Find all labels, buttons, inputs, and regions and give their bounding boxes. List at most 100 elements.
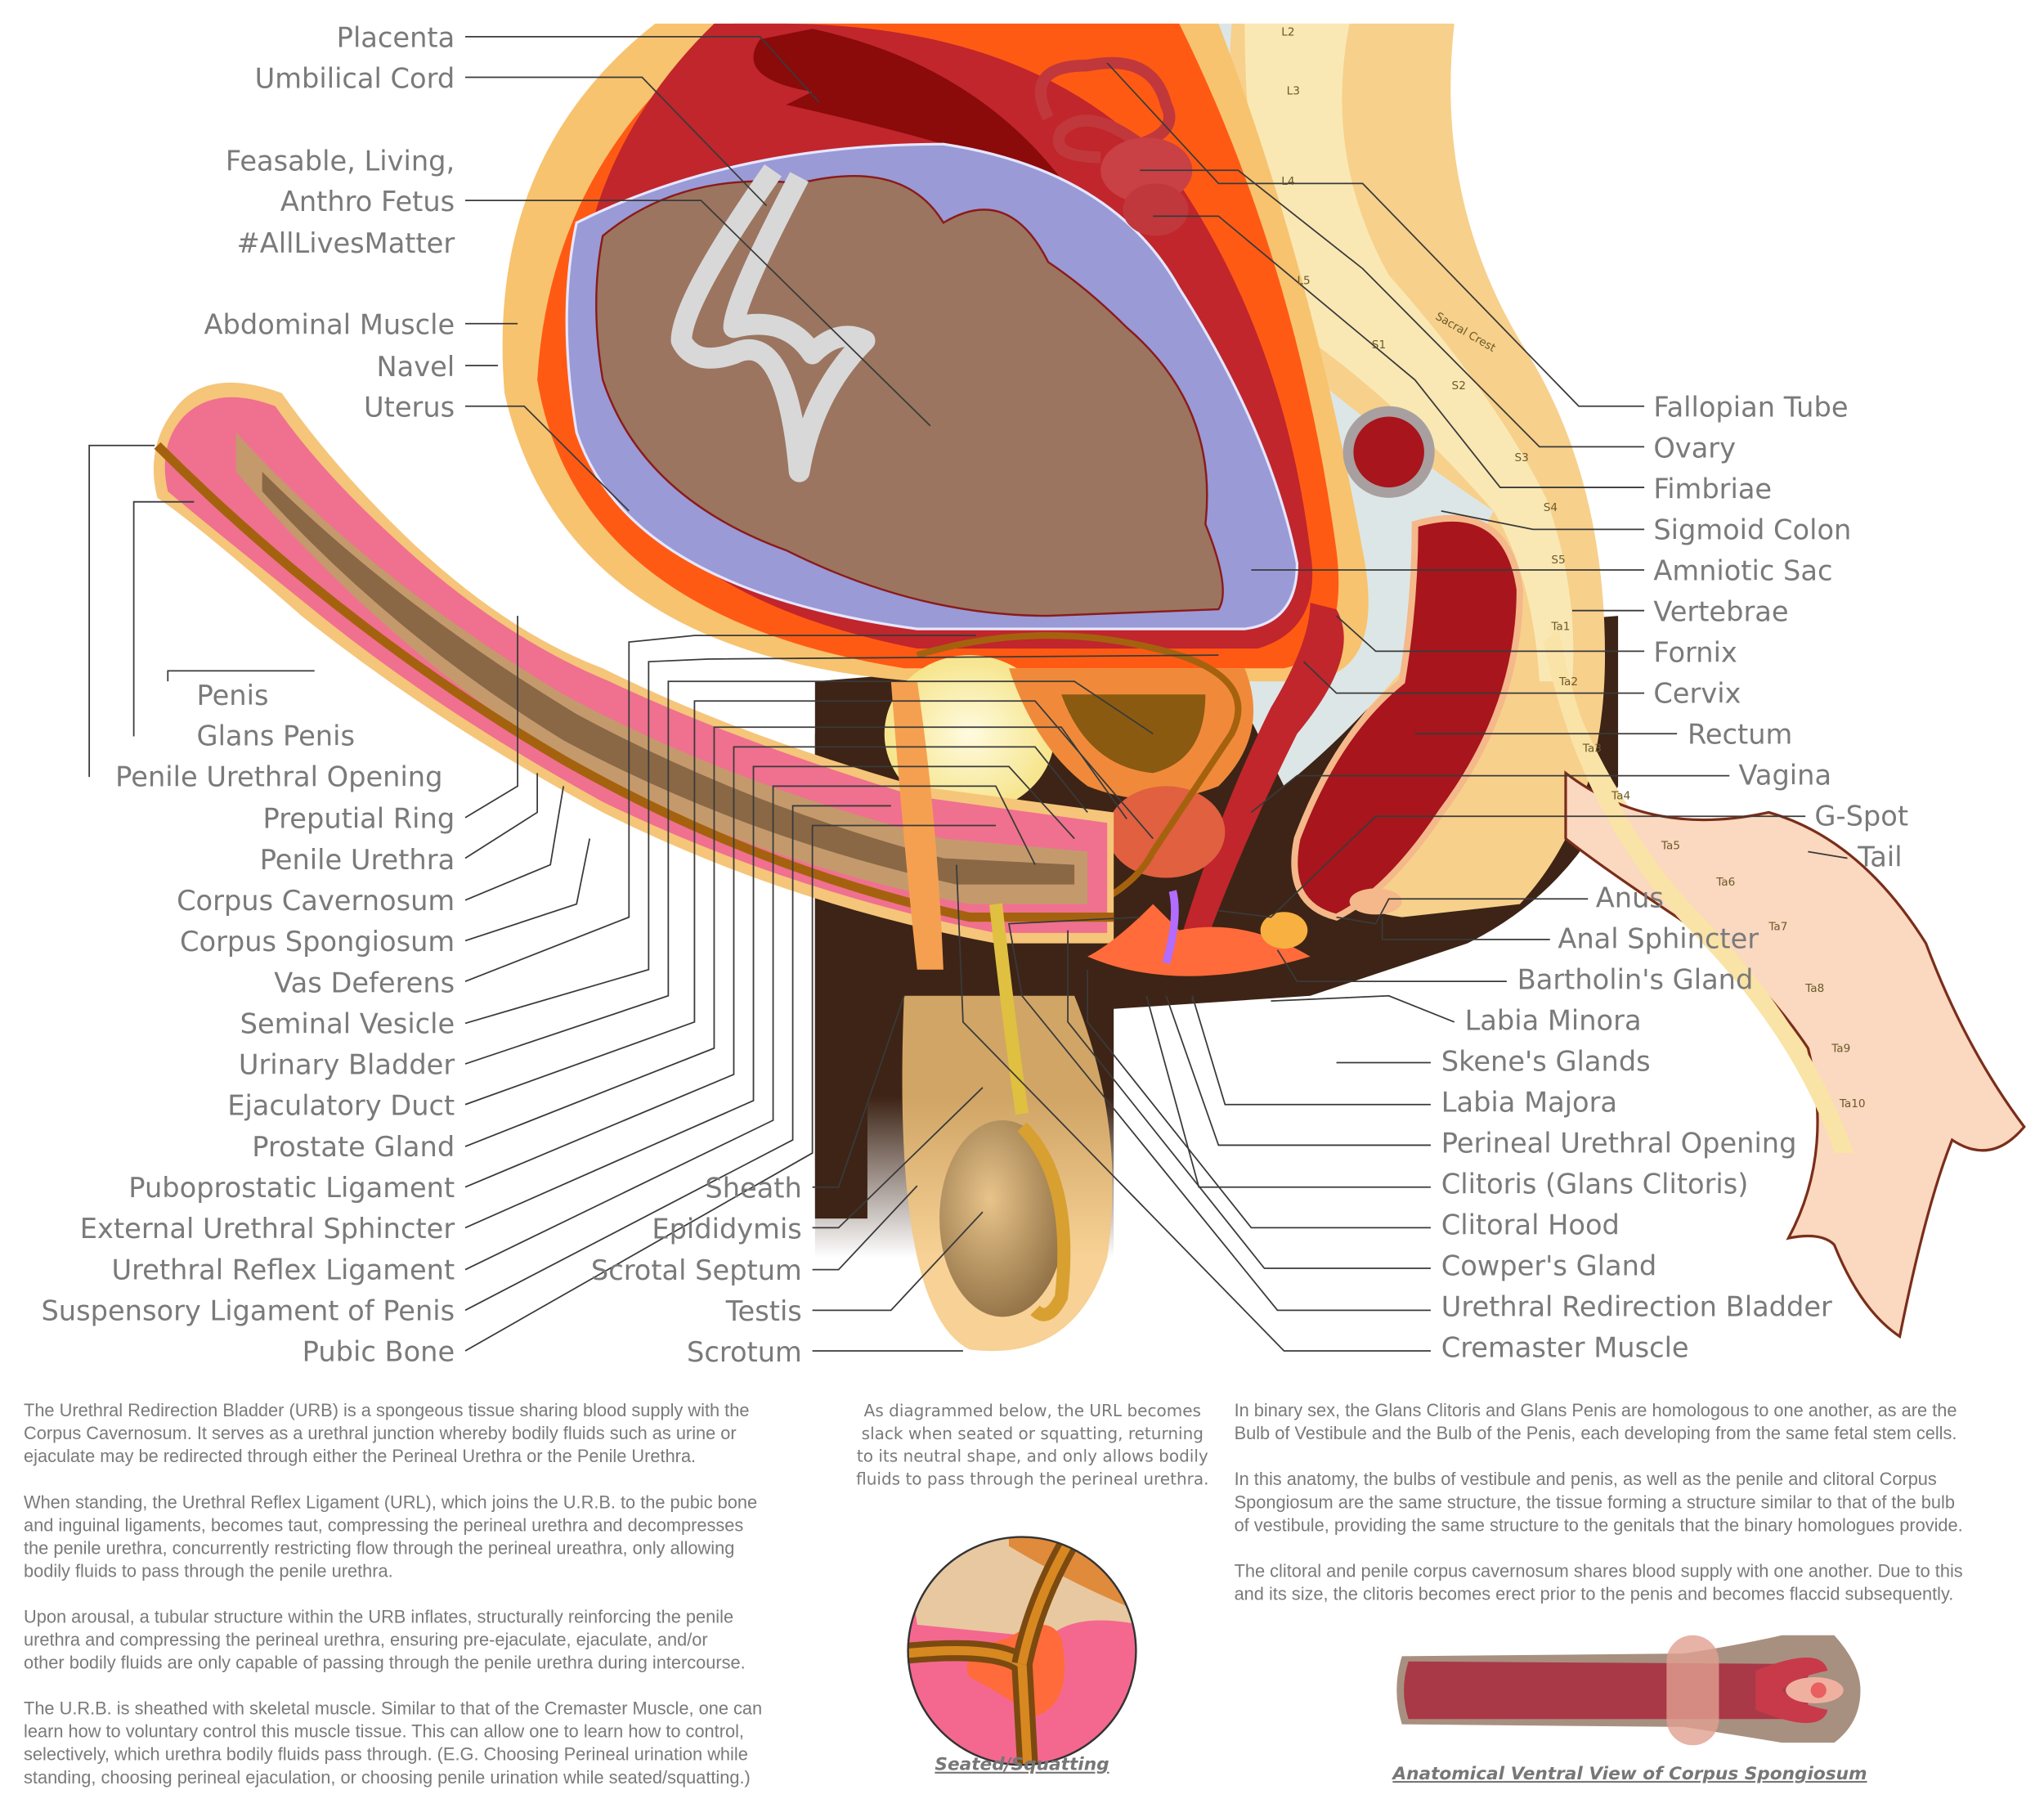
paragraph-line: fluids to pass through the perineal uret…	[856, 1469, 1208, 1488]
description-middle: As diagrammed below, the URL becomes slac…	[856, 1401, 1208, 1488]
vertebra-label: S5	[1551, 554, 1565, 567]
perineum	[1087, 890, 1311, 976]
paragraph-line: In binary sex, the Glans Clitoris and Gl…	[1235, 1400, 1957, 1420]
label-skene-s-glands: Skene's Glands	[1441, 1045, 1651, 1077]
label-anus: Anus	[1596, 882, 1664, 913]
paragraph-line: The clitoral and penile corpus cavernosu…	[1235, 1560, 1963, 1581]
vertebra-label: S4	[1544, 501, 1558, 514]
tail-vertebral-band	[1543, 629, 1854, 1154]
vas-deferens	[916, 632, 1242, 934]
label-penile-urethra: Penile Urethra	[260, 844, 455, 876]
label-clitoral-hood: Clitoral Hood	[1441, 1209, 1620, 1240]
label-epididymis: Epididymis	[652, 1214, 801, 1245]
label-amniotic-sac: Amniotic Sac	[1653, 555, 1832, 587]
paragraph-line: the penile urethra, concurrently restric…	[24, 1537, 734, 1558]
leader-lines	[88, 35, 1848, 1352]
label-vagina: Vagina	[1738, 759, 1831, 791]
vertebra-label: Ta1	[1550, 621, 1570, 634]
label-glans-penis: Glans Penis	[197, 720, 355, 752]
label-navel: Navel	[377, 351, 455, 383]
description-left: The Urethral Redirection Bladder (URB) i…	[24, 1400, 762, 1788]
label-umbilical-cord: Umbilical Cord	[255, 62, 455, 94]
label-uterus: Uterus	[364, 392, 455, 424]
seated-squatting-inset: Seated/Squatting	[907, 1536, 1137, 1775]
labels-penis: Penis Glans Penis Penile Urethral Openin…	[115, 680, 442, 792]
label-testis: Testis	[725, 1295, 802, 1327]
vertebra-label: Ta9	[1831, 1043, 1850, 1056]
label-vas-deferens: Vas Deferens	[274, 967, 455, 998]
paragraph-line: learn how to voluntary control this musc…	[24, 1721, 744, 1742]
paragraph-line: In this anatomy, the bulbs of vestibule …	[1235, 1469, 1937, 1489]
paragraph-line: ejaculate may be redirected through eith…	[24, 1446, 696, 1466]
label-suspensory-ligament-of-penis: Suspensory Ligament of Penis	[41, 1295, 455, 1327]
label-placenta: Placenta	[337, 22, 455, 54]
paragraph-line: other bodily fluids are only capable of …	[24, 1653, 746, 1673]
paragraph-line: to its neutral shape, and only allows bo…	[857, 1447, 1208, 1466]
label-fimbriae: Fimbriae	[1653, 473, 1772, 505]
vertebra-label: Ta10	[1839, 1097, 1866, 1110]
vertebra-label: L5	[1297, 275, 1310, 288]
vertebra-label: L4	[1281, 175, 1294, 188]
paragraph-line: bodily fluids to pass through the penile…	[24, 1560, 393, 1581]
vertebra-label: Ta7	[1768, 921, 1787, 934]
label-prostate-gland: Prostate Gland	[252, 1131, 455, 1163]
label-cowper-s-gland: Cowper's Gland	[1441, 1249, 1657, 1281]
ventral-view: Anatomical Ventral View of Corpus Spongi…	[1391, 1635, 1867, 1784]
label-cervix: Cervix	[1653, 677, 1741, 709]
rectum	[1291, 406, 1523, 921]
paragraph-line: of vestibule, providing the same structu…	[1235, 1514, 1963, 1535]
label-fetus-line1: Feasable, Living,	[226, 145, 455, 177]
penile-urethra	[154, 442, 1114, 922]
label-urethral-redirection-bladder: Urethral Redirection Bladder	[1441, 1290, 1832, 1322]
label-scrotal-septum: Scrotal Septum	[591, 1254, 802, 1286]
label-scrotum: Scrotum	[687, 1336, 802, 1368]
description-right: In binary sex, the Glans Clitoris and Gl…	[1235, 1400, 1963, 1604]
paragraph-line: Bulb of Vestibule and the Bulb of the Pe…	[1235, 1423, 1957, 1443]
label-preputial-ring: Preputial Ring	[263, 803, 455, 835]
vertebra-label: S2	[1452, 379, 1466, 393]
uterus	[502, 23, 1369, 682]
labels-left-top: Placenta Umbilical Cord Feasable, Living…	[204, 22, 455, 424]
label-rectum: Rectum	[1688, 718, 1792, 750]
paragraph-line: As diagrammed below, the URL becomes	[864, 1401, 1201, 1420]
label-penile-urethral-opening: Penile Urethral Opening	[115, 760, 442, 792]
label-ejaculatory-duct: Ejaculatory Duct	[227, 1090, 455, 1122]
vertebra-label: Ta2	[1558, 675, 1578, 689]
label-external-urethral-sphincter: External Urethral Sphincter	[80, 1213, 455, 1245]
paragraph-line: Corpus Cavernosum. It serves as a urethr…	[24, 1423, 737, 1443]
label-cremaster-muscle: Cremaster Muscle	[1441, 1331, 1689, 1363]
vertebra-label: L3	[1287, 84, 1300, 97]
paragraph-line: The Urethral Redirection Bladder (URB) i…	[24, 1400, 749, 1420]
label-penis: Penis	[197, 680, 269, 711]
vertebra-label: Ta4	[1611, 789, 1630, 802]
scrotum	[890, 681, 1113, 1352]
label-labia-majora: Labia Majora	[1441, 1086, 1617, 1118]
vertebra-label: Ta8	[1804, 982, 1824, 995]
label-labia-minora: Labia Minora	[1465, 1004, 1642, 1036]
label-clitoris-glans-clitoris: Clitoris (Glans Clitoris)	[1441, 1168, 1749, 1200]
label-sigmoid-colon: Sigmoid Colon	[1653, 514, 1851, 546]
vertebra-label: Ta6	[1715, 876, 1735, 889]
paragraph-line: When standing, the Urethral Reflex Ligam…	[24, 1492, 757, 1512]
label-sheath: Sheath	[705, 1173, 801, 1205]
label-anal-sphincter: Anal Sphincter	[1558, 922, 1759, 954]
label-pubic-bone: Pubic Bone	[303, 1336, 455, 1368]
paragraph-line: slack when seated or squatting, returnin…	[862, 1424, 1204, 1443]
label-fetus-line2: Anthro Fetus	[280, 186, 455, 218]
label-corpus-spongiosum: Corpus Spongiosum	[180, 926, 455, 958]
paragraph-line: The U.R.B. is sheathed with skeletal mus…	[24, 1698, 762, 1719]
testis	[939, 1119, 1065, 1317]
paragraph-line: standing, choosing perineal ejaculation,…	[24, 1767, 751, 1788]
label-vertebrae: Vertebrae	[1653, 596, 1788, 628]
umbilical-cord	[670, 164, 876, 482]
caption-ventral-view: Anatomical Ventral View of Corpus Spongi…	[1391, 1764, 1867, 1784]
label-fornix: Fornix	[1653, 636, 1737, 668]
caption-seated-squatting: Seated/Squatting	[935, 1755, 1109, 1775]
vertebra-label: S1	[1372, 339, 1386, 352]
label-puboprostatic-ligament: Puboprostatic Ligament	[128, 1172, 455, 1204]
label-fallopian-tube: Fallopian Tube	[1653, 392, 1848, 424]
paragraph-line: Upon arousal, a tubular structure within…	[24, 1606, 733, 1626]
label-corpus-cavernosum: Corpus Cavernosum	[177, 885, 455, 917]
